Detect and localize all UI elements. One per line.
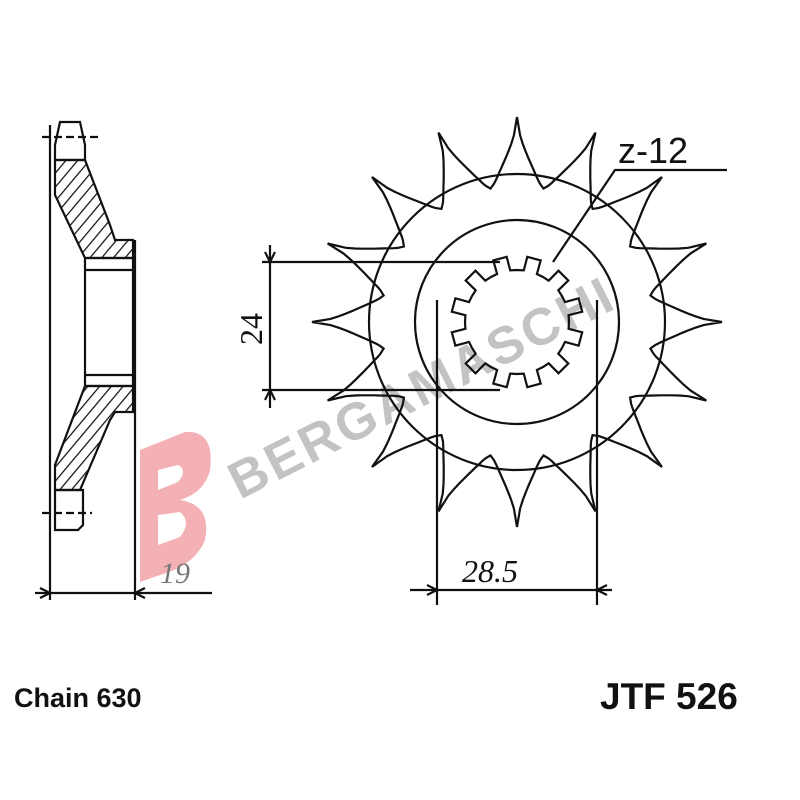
dim-width: 28.5	[462, 553, 518, 589]
chain-size-label: Chain 630	[14, 683, 142, 713]
dim-thickness: 19	[160, 557, 190, 590]
teeth-count-label: z-12	[618, 130, 688, 171]
side-view	[35, 120, 212, 600]
watermark-logo	[140, 431, 211, 582]
spline-outline	[450, 255, 584, 389]
part-code-label: JTF 526	[600, 676, 738, 717]
front-view	[262, 116, 727, 605]
dim-height: 24	[233, 313, 269, 345]
